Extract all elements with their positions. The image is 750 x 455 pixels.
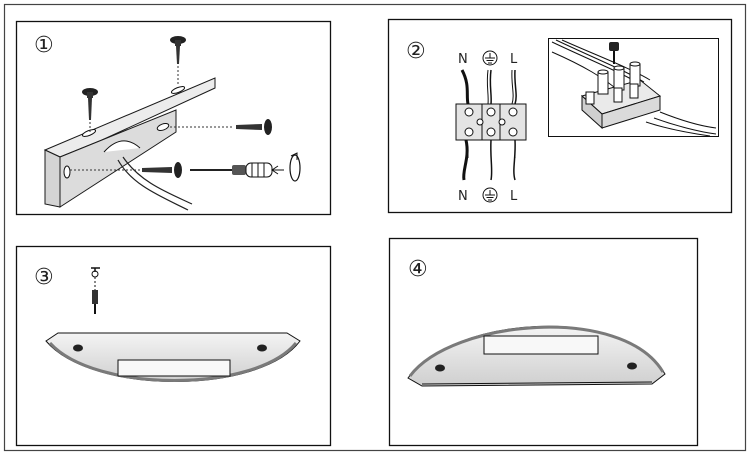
fixing-hole — [73, 344, 83, 352]
step-4-number: ④ — [408, 257, 428, 282]
wall-lamp-down — [407, 325, 666, 387]
panel-step-4: ④ — [388, 237, 699, 447]
rotate-clockwise-icon — [289, 152, 301, 182]
bracket-slot — [63, 165, 71, 179]
wall-lamp-up — [45, 332, 301, 382]
bracket-slot — [156, 123, 170, 131]
step-1-number: ① — [34, 33, 54, 58]
terminal-detail-inset — [548, 38, 719, 137]
mounting-bracket — [43, 77, 216, 208]
fixing-hole — [257, 344, 267, 352]
fixing-hole — [627, 362, 637, 370]
wire-label-neutral-bottom: N — [458, 189, 468, 204]
earth-ground-icon — [482, 50, 498, 66]
panel-step-2: ② N L — [387, 18, 733, 214]
terminal-block — [455, 103, 527, 141]
panel-step-1: ① — [15, 20, 332, 216]
bracket-slot — [170, 86, 186, 94]
screw-icon — [70, 162, 182, 178]
fixing-hole — [435, 364, 445, 372]
step-3-number: ③ — [34, 265, 54, 290]
panel-step-3: ③ — [15, 245, 332, 447]
bracket-slot — [81, 129, 97, 137]
step-2-number: ② — [406, 39, 426, 64]
screw-icon — [170, 119, 272, 135]
screw-icon — [82, 88, 98, 134]
sheet-border — [3, 3, 747, 452]
wire-label-live-bottom: L — [510, 189, 518, 204]
power-cable — [117, 159, 189, 211]
screw-icon — [170, 36, 186, 86]
wire-label-live-top: L — [510, 52, 518, 67]
wire-label-neutral-top: N — [458, 52, 468, 67]
screwdriver-icon — [190, 162, 284, 178]
earth-ground-icon — [482, 187, 498, 203]
hex-key-icon — [91, 267, 100, 314]
